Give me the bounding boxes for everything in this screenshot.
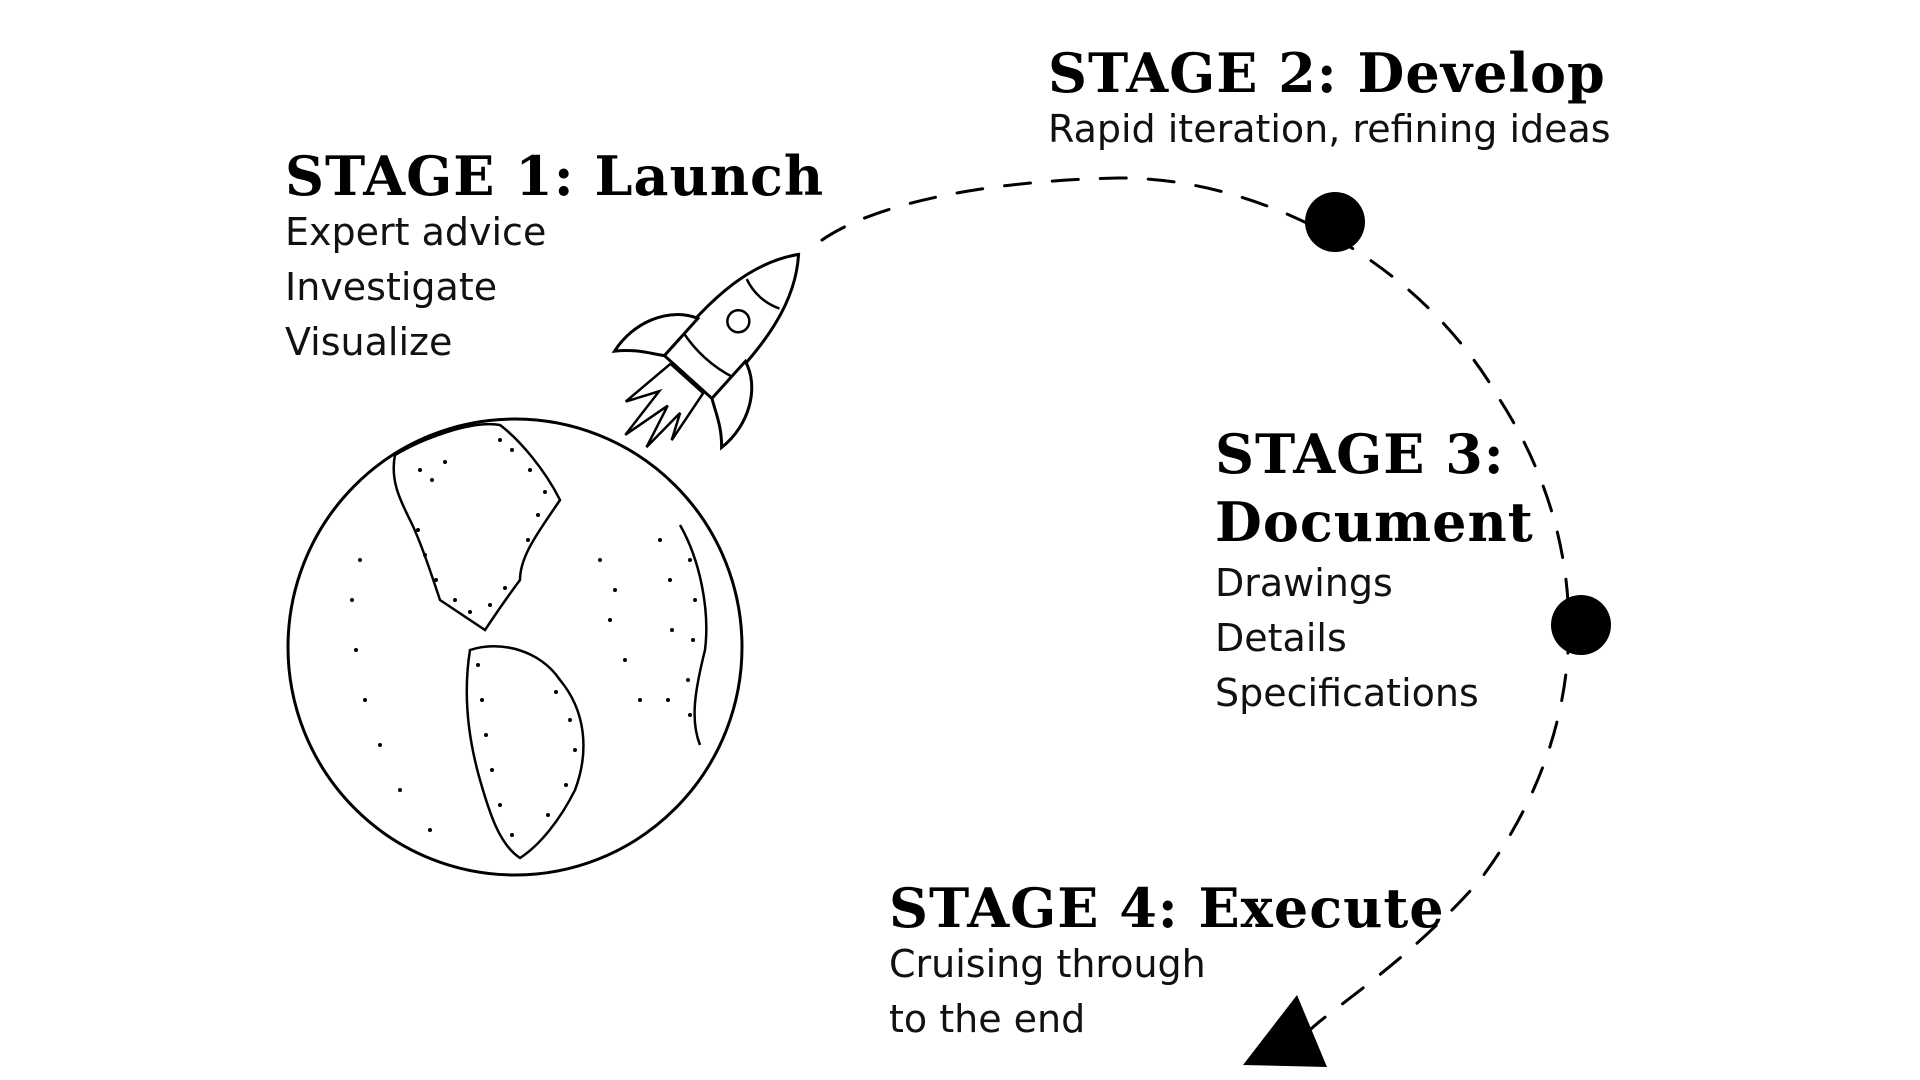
stage-4-block: STAGE 4: Execute Cruising through to the…: [889, 880, 1445, 1047]
stage-4-item: Cruising through: [889, 941, 1206, 986]
stage-2-block: STAGE 2: Develop Rapid iteration, refini…: [1048, 45, 1611, 157]
stage-4-item: to the end: [889, 996, 1086, 1041]
stage-2-title: STAGE 2: Develop: [1048, 41, 1606, 105]
stage-1-block: STAGE 1: Launch Expert advice Investigat…: [285, 148, 824, 370]
rocket-icon: [611, 252, 801, 451]
stage-3-title-line-1: STAGE 3:: [1215, 422, 1505, 486]
stage-1-item: Visualize: [285, 319, 453, 364]
stage-3-item: Specifications: [1215, 671, 1479, 715]
stage-4-title: STAGE 4: Execute: [889, 876, 1445, 940]
stage-3-item: Details: [1215, 616, 1347, 660]
arrowhead-icon: [1243, 995, 1327, 1067]
stage-1-item: Investigate: [285, 264, 498, 309]
stage-3-item: Drawings: [1215, 561, 1393, 605]
trajectory-path: [820, 176, 1571, 1032]
stage-2-item: Rapid iteration, refining ideas: [1048, 106, 1611, 151]
earth-globe-icon: [286, 417, 744, 877]
stage-1-item: Expert advice: [285, 209, 547, 254]
stage-3-block: STAGE 3: Document Drawings Details Speci…: [1215, 420, 1534, 721]
milestone-dot-icon: [1551, 595, 1611, 655]
milestone-dot-icon: [1305, 192, 1365, 252]
stage-1-title: STAGE 1: Launch: [285, 144, 825, 208]
stage-3-title-line-2: Document: [1215, 490, 1534, 554]
